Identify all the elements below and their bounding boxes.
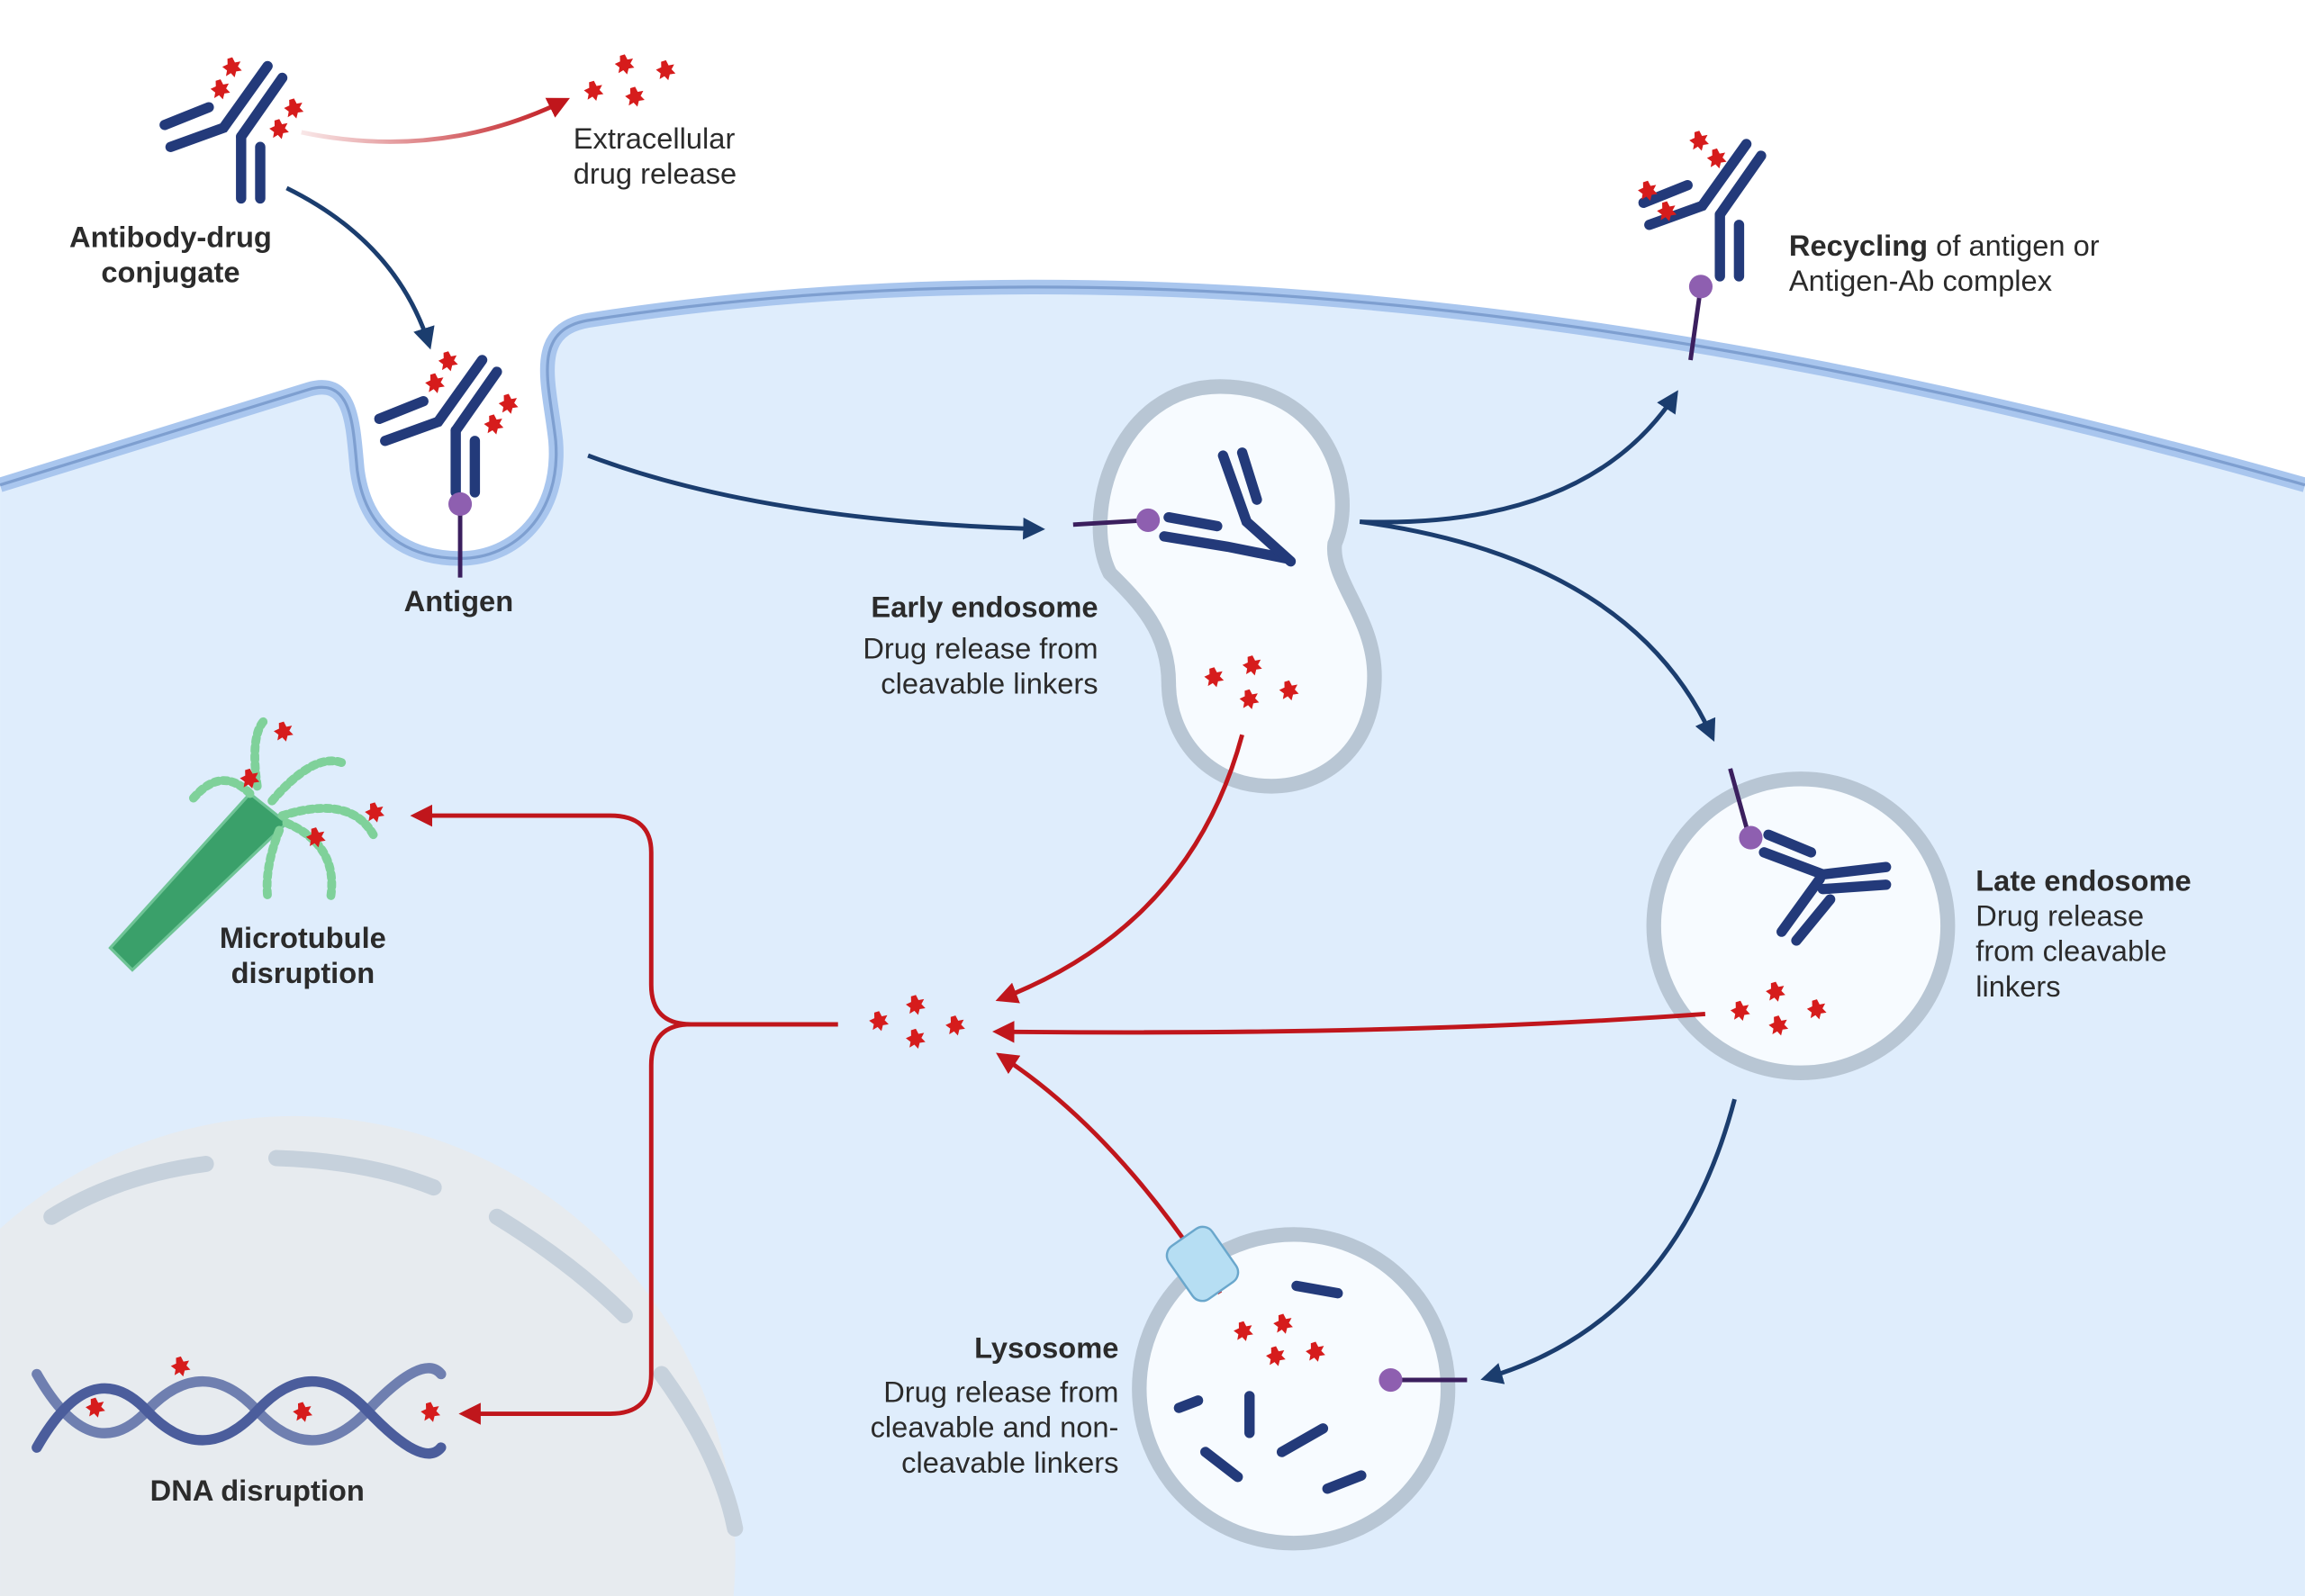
antigen-label: Antigen (404, 584, 513, 618)
antibody-icon (1638, 131, 1761, 361)
dna-icon (32, 1356, 447, 1459)
early-endosome (1092, 379, 1382, 794)
antigen-icon (1378, 1367, 1468, 1393)
dna-label: DNA disruption (150, 1474, 365, 1507)
trafficking-arrows (285, 185, 1737, 1384)
antibody-icon (165, 57, 304, 199)
antigen-icon (447, 491, 473, 578)
antibody-icon (1072, 447, 1297, 567)
late-endosome (1646, 771, 1956, 1080)
microtubule-icon (108, 716, 384, 972)
nucleus (0, 1115, 744, 1596)
antibody-icon (379, 351, 519, 492)
degraded-antibody-fragments (1173, 1280, 1367, 1494)
antibody-icon (1728, 768, 1892, 946)
drug-payload-icon (583, 54, 676, 107)
channel-icon (1165, 1225, 1240, 1303)
